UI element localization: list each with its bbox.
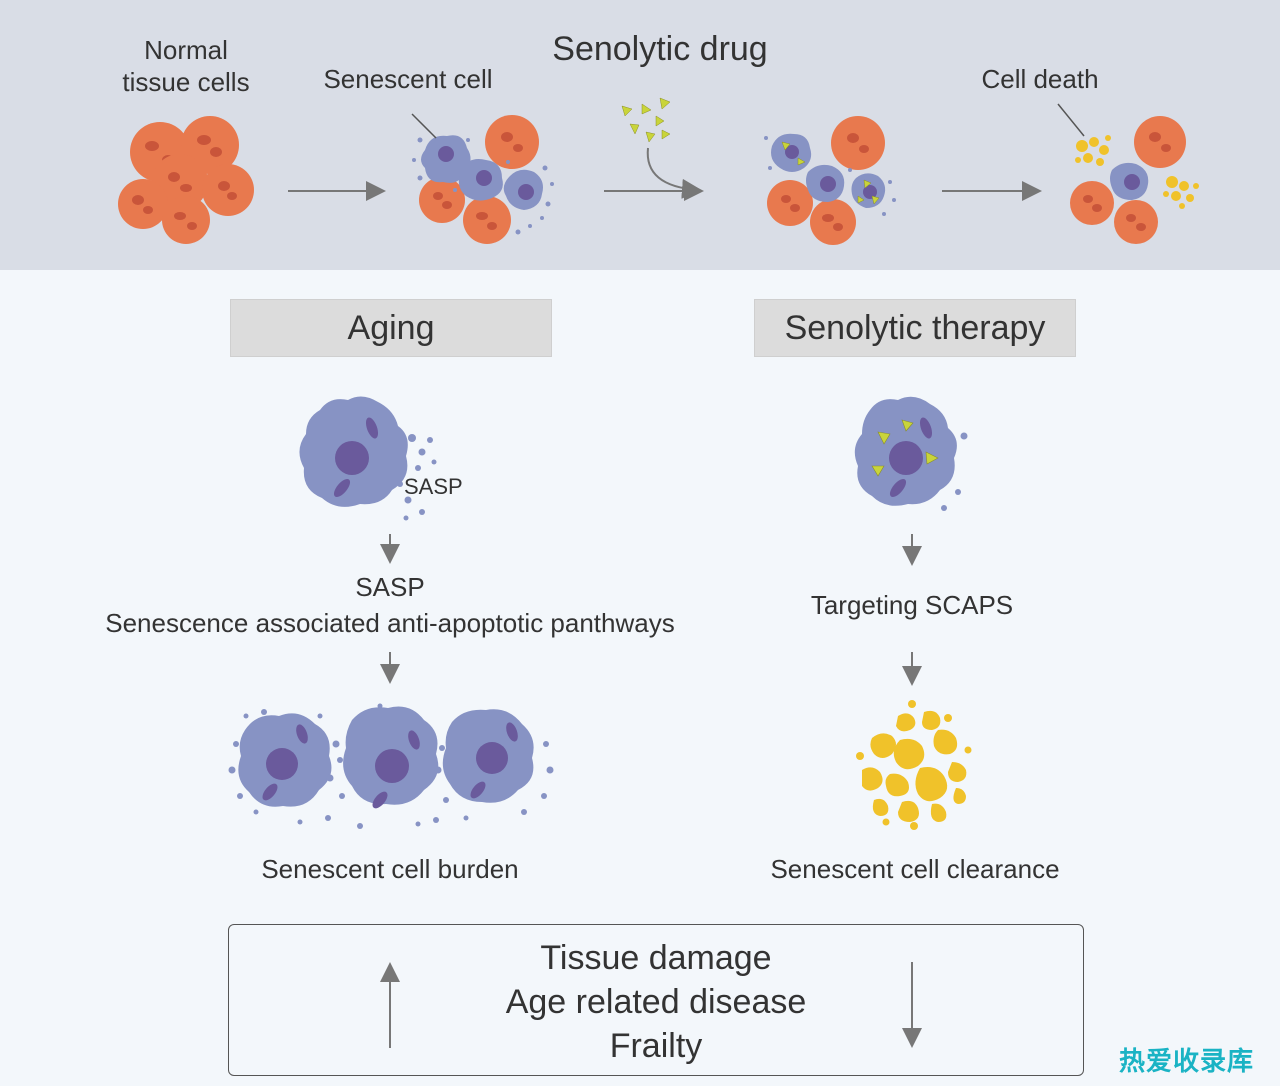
senescent-cell-burden-label: Senescent cell burden [261,854,519,884]
sasp-title: SASP [355,572,425,602]
outcome-tissue-damage: Tissue damage [540,939,772,977]
senescent-cell-burden-cluster [228,703,554,829]
aging-header: Aging [230,299,552,357]
normal-label-line2: tissue cells [122,67,250,97]
normal-cells-cluster [118,116,254,244]
senescent-cell-label: Senescent cell [323,64,493,94]
watermark: 热爱收录库 [1118,1047,1254,1077]
normal-cell [810,199,856,245]
senescent-cell [1110,162,1149,200]
outcomes-box: Tissue damage Age related disease Frailt… [228,924,1084,1076]
senescent-pointer-line [411,113,437,139]
senolytic-therapy-header: Senolytic therapy [754,299,1076,357]
senescent-cell [503,169,543,210]
normal-cells-label: Normal tissue cells [96,34,276,98]
senescent-cell [343,706,439,809]
normal-cell [485,115,539,169]
senescent-cell-clearance-label: Senescent cell clearance [770,854,1060,884]
normal-cell [1114,200,1158,244]
normal-cell [1070,181,1114,225]
drug-in-cells [871,419,939,477]
senescent-cell [806,164,845,202]
normal-cell [1134,116,1186,168]
senescent-cell [771,133,812,172]
dead-cell-fragments [1075,135,1199,209]
normal-cell [202,164,254,216]
outcome-age-related-disease: Age related disease [505,983,807,1021]
treated-stage-cluster [764,116,896,245]
therapy-targeted-cell [854,396,968,511]
cell-death-cluster [1070,116,1199,244]
cell-death-label: Cell death [981,64,1099,94]
senescent-cell [238,713,332,807]
aging-sasp-cell [299,396,437,521]
death-pointer-line [1057,103,1085,137]
normal-cell [831,116,885,170]
sasp-particles [228,703,554,829]
sasp-particles [764,136,896,216]
cell-clearance-fragments [856,700,972,830]
normal-cell [463,196,511,244]
senescent-cell [458,159,503,201]
senescent-cell [421,135,471,183]
sasp-particles [412,137,554,235]
senescent-cell [442,709,534,803]
normal-cell [767,180,813,226]
sasp-cell-label: SASP [404,474,463,499]
normal-label-line1: Normal [144,35,228,65]
outcome-frailty: Frailty [609,1027,703,1065]
senescent-stage-cluster [412,115,554,244]
normal-cell [118,179,168,229]
senescent-cell [851,173,886,208]
drug-in-cells [781,141,880,205]
senolytic-drug-particles [621,97,671,143]
normal-cell [419,177,465,223]
targeting-scaps-label: Targeting SCAPS [810,590,1014,620]
sasp-description: Senescence associated anti-apoptotic pan… [105,608,675,638]
normal-cell [162,196,210,244]
senolytic-drug-label: Senolytic drug [552,30,768,68]
drug-curved-arrow [646,147,702,199]
